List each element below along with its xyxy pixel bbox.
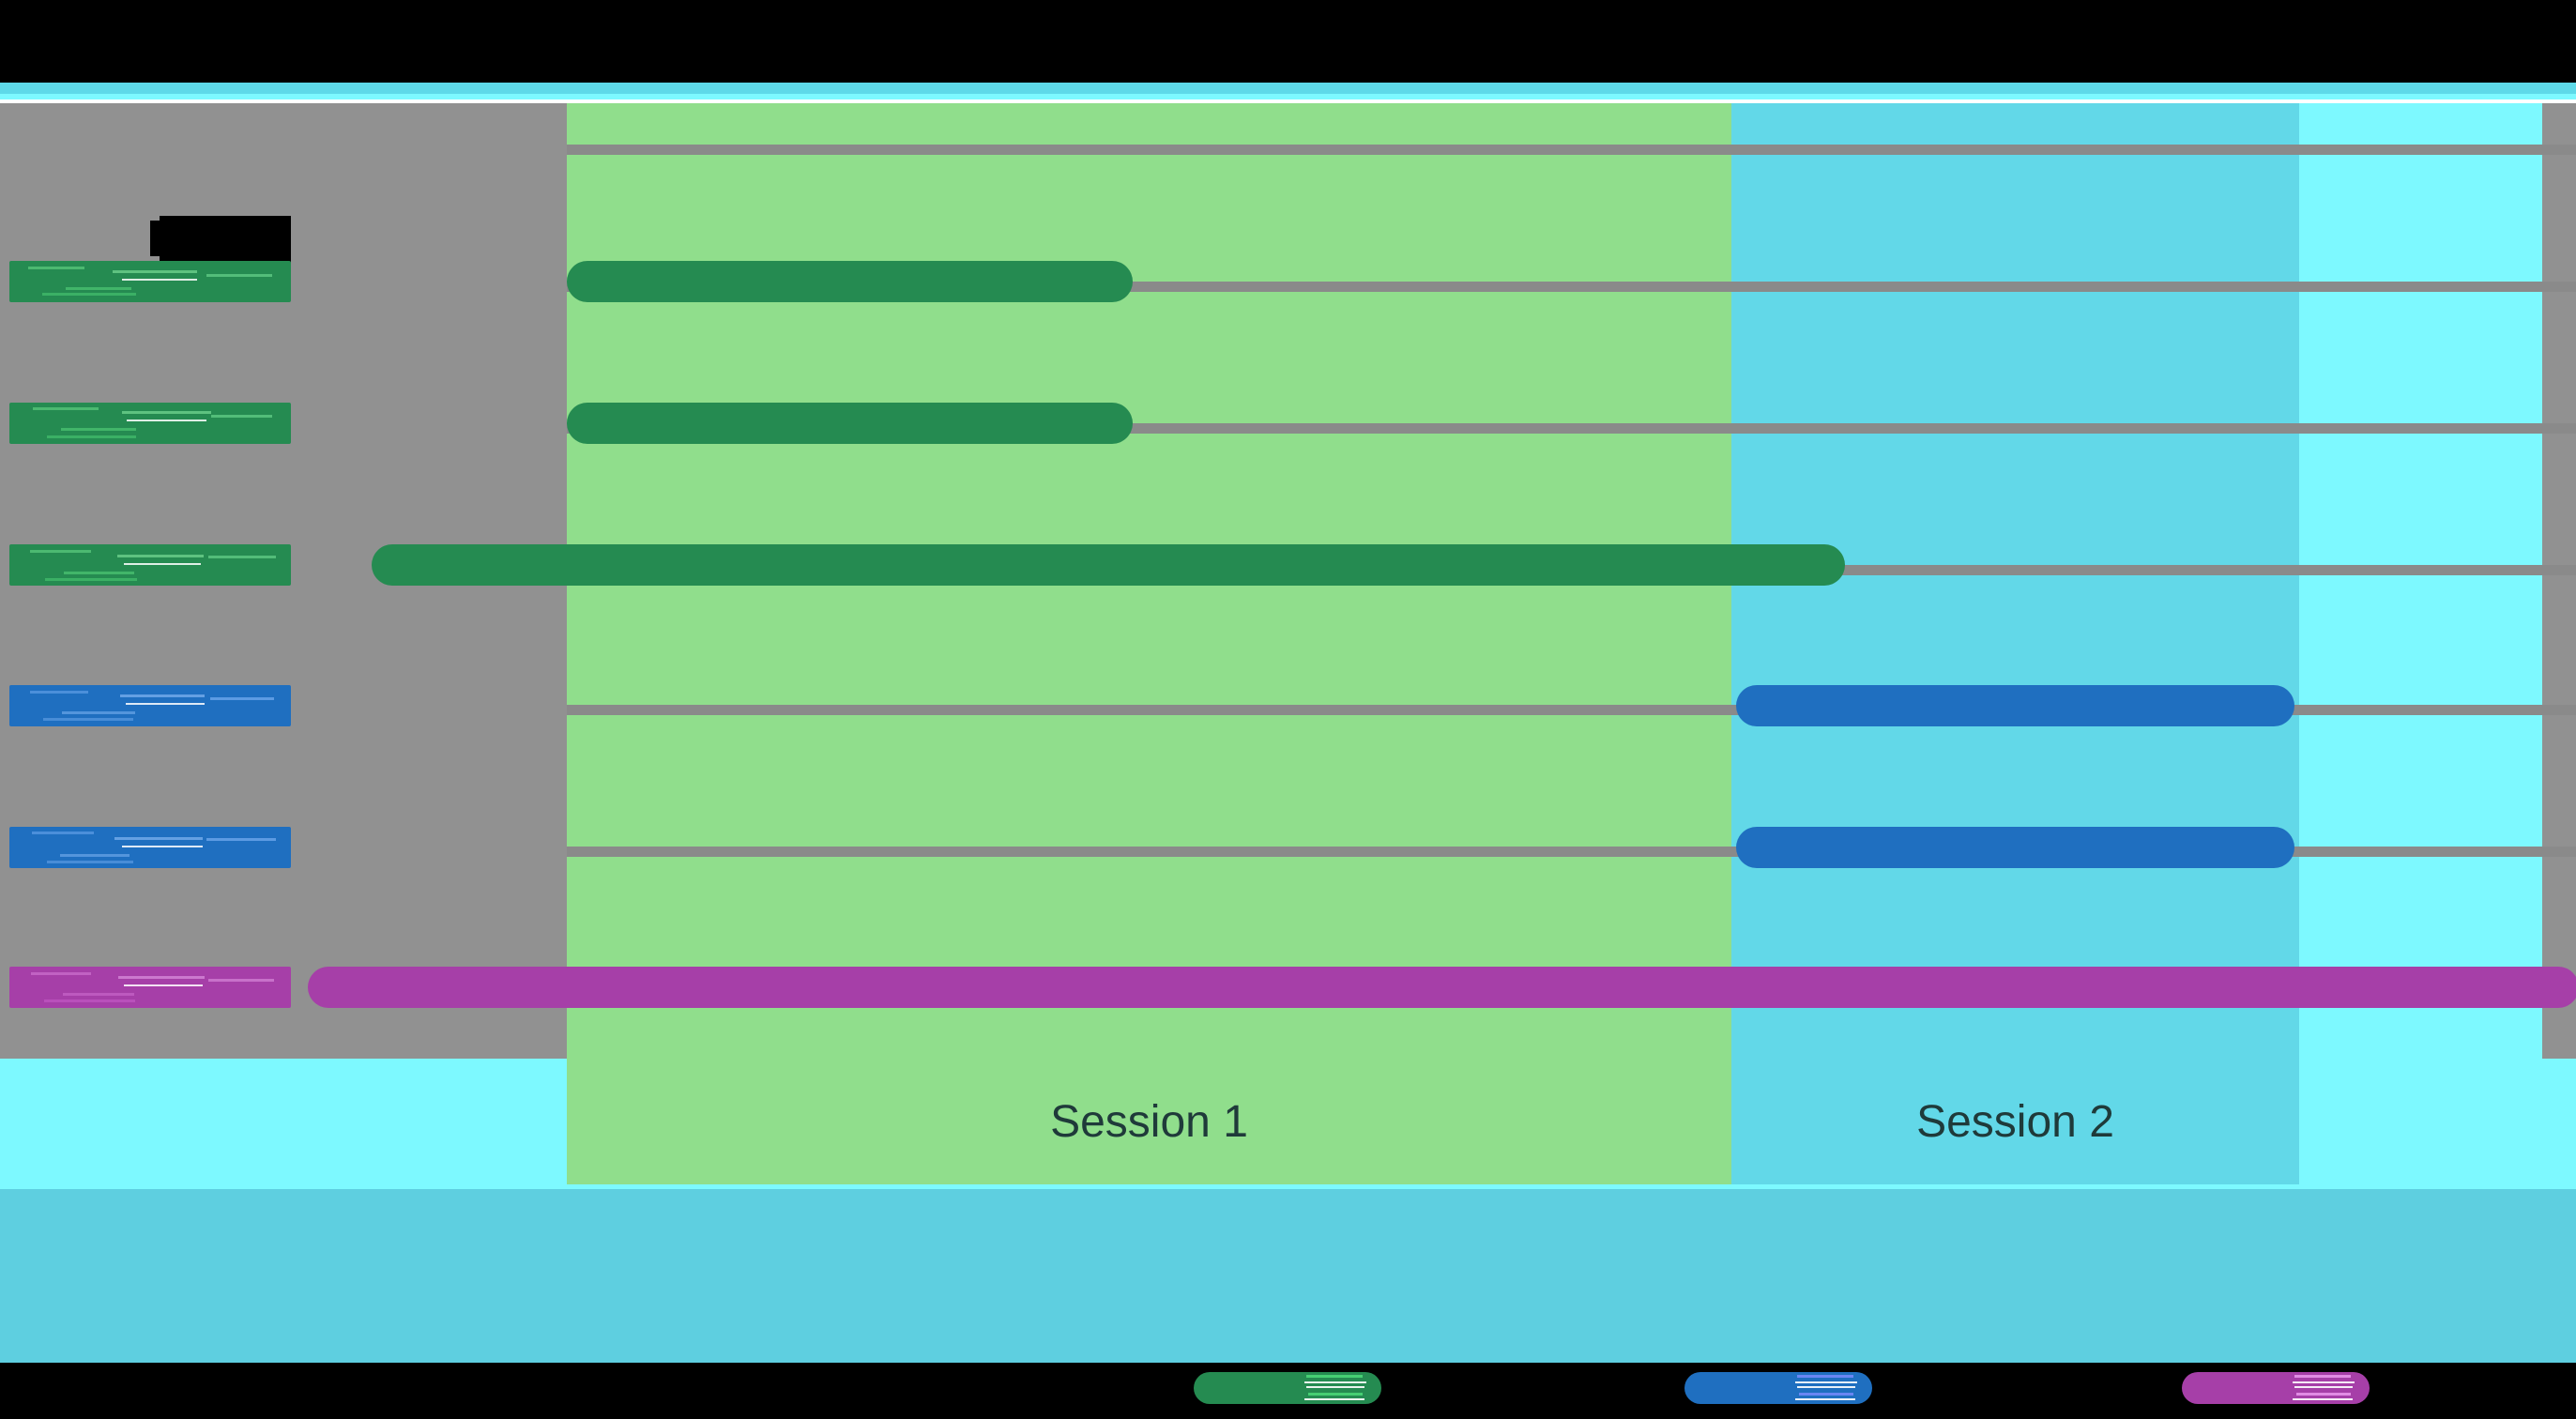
y-axis-label-4 bbox=[9, 827, 291, 868]
chart-title-redacted-2 bbox=[150, 221, 291, 256]
legend-swatch-blue[interactable] bbox=[1684, 1372, 1872, 1404]
bar-green-1[interactable] bbox=[567, 403, 1133, 444]
axis-band-session-2 bbox=[1731, 1059, 2299, 1184]
session-3-label bbox=[2299, 1059, 2542, 1184]
legend-backdrop-panel bbox=[0, 1184, 2576, 1368]
session-band-3 bbox=[2299, 103, 2542, 1060]
bar-blue-4[interactable] bbox=[1736, 827, 2294, 868]
session-1-label: Session 1 bbox=[1050, 1096, 1248, 1147]
top-hairline bbox=[0, 99, 2576, 103]
bar-magenta-5[interactable] bbox=[308, 967, 2576, 1008]
axis-band-session-3 bbox=[2299, 1059, 2542, 1184]
top-accent-strip bbox=[0, 83, 2576, 96]
top-accent-strip-inner bbox=[0, 94, 2576, 99]
axis-band-session-1 bbox=[567, 1059, 1731, 1184]
legend bbox=[0, 1363, 2576, 1419]
legend-swatch-green[interactable] bbox=[1194, 1372, 1381, 1404]
bar-green-2[interactable] bbox=[372, 544, 1845, 586]
bar-blue-3[interactable] bbox=[1736, 685, 2294, 726]
bar-green-0[interactable] bbox=[567, 261, 1133, 302]
gridline-0 bbox=[567, 145, 2576, 155]
legend-swatch-magenta[interactable] bbox=[2182, 1372, 2370, 1404]
window-title-bar bbox=[0, 0, 2576, 84]
plot-area bbox=[0, 103, 2576, 1060]
gridline-2 bbox=[567, 423, 2576, 434]
session-2-label: Session 2 bbox=[1916, 1096, 2114, 1147]
gridline-1 bbox=[567, 282, 2576, 292]
x-axis-strip: Session 1 Session 2 bbox=[0, 1059, 2576, 1184]
y-axis-label-2 bbox=[9, 544, 291, 586]
legend-panel-hairline bbox=[0, 1184, 2576, 1189]
gridline-4 bbox=[567, 705, 2576, 715]
gridline-5 bbox=[567, 847, 2576, 857]
y-axis-label-0 bbox=[9, 261, 291, 302]
y-axis-label-5 bbox=[9, 967, 291, 1008]
y-axis-label-1 bbox=[9, 403, 291, 444]
y-axis-label-3 bbox=[9, 685, 291, 726]
